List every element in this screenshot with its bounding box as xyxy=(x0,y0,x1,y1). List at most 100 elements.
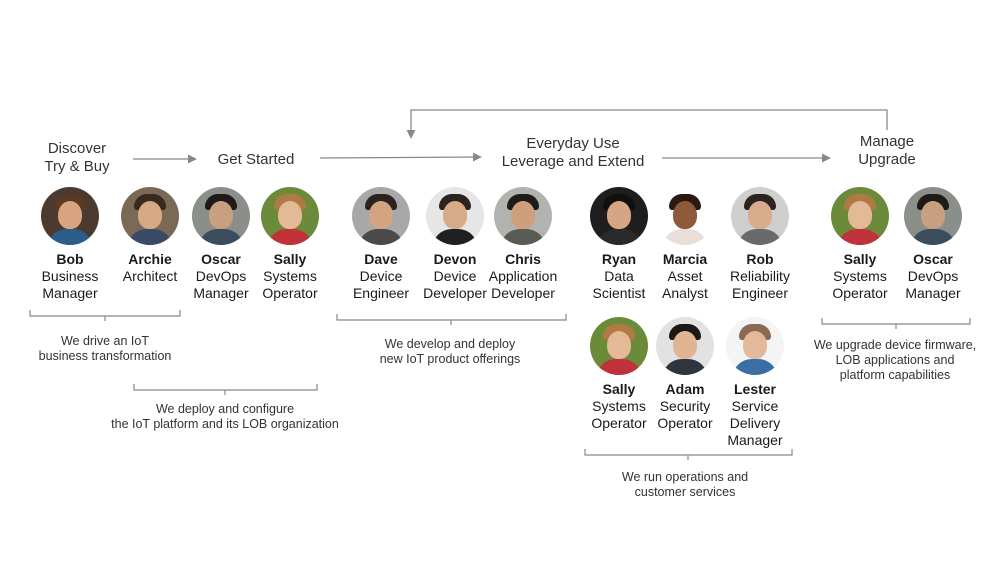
avatar-shirt xyxy=(358,229,404,245)
person-role: Device Engineer xyxy=(352,268,410,301)
avatar xyxy=(590,187,648,245)
person-name: Sally xyxy=(273,251,307,267)
caption-deploy-configure: We deploy and configure the IoT platform… xyxy=(111,402,339,431)
bracket-iot-transform xyxy=(29,310,181,321)
avatar xyxy=(831,187,889,245)
avatar-shirt xyxy=(432,229,478,245)
person-role: Security Operator xyxy=(657,398,713,431)
person-role: Data Scientist xyxy=(592,268,646,301)
stage-discover: Discover Try & Buy xyxy=(44,140,110,175)
bracket-deploy-configure xyxy=(133,384,318,395)
person-name: Dave xyxy=(364,251,398,267)
avatar-shirt xyxy=(662,359,708,375)
person-role: Application Developer xyxy=(488,268,558,301)
person-name: Lester xyxy=(733,381,777,397)
avatar-face xyxy=(607,201,631,229)
avatar-face xyxy=(743,331,767,359)
avatar-shirt xyxy=(267,229,313,245)
stage-get-started: Get Started xyxy=(217,151,295,168)
person-name: Oscar xyxy=(913,251,953,267)
avatar-shirt xyxy=(596,359,642,375)
person-role: Business Manager xyxy=(41,268,99,301)
arrow-manage-loop-back xyxy=(406,109,888,139)
avatar xyxy=(426,187,484,245)
avatar-shirt xyxy=(127,229,173,245)
avatar-face xyxy=(673,201,697,229)
avatar-shirt xyxy=(198,229,244,245)
avatar-face xyxy=(921,201,945,229)
avatar xyxy=(590,317,648,375)
avatar-face xyxy=(278,201,302,229)
person-name: Bob xyxy=(56,251,84,267)
avatar-face xyxy=(369,201,393,229)
avatar xyxy=(731,187,789,245)
avatar xyxy=(261,187,319,245)
avatar-face xyxy=(848,201,872,229)
person-name: Chris xyxy=(505,251,541,267)
avatar-face xyxy=(511,201,535,229)
avatar-face xyxy=(673,331,697,359)
avatar-shirt xyxy=(47,229,93,245)
avatar-face xyxy=(58,201,82,229)
person-role: DevOps Manager xyxy=(905,268,961,301)
avatar xyxy=(726,317,784,375)
bracket-run-operations xyxy=(584,449,793,460)
person-role: Systems Operator xyxy=(262,268,318,301)
bracket-develop-deploy xyxy=(336,314,567,325)
person-name: Ryan xyxy=(601,251,637,267)
person-name: Archie xyxy=(128,251,172,267)
avatar xyxy=(494,187,552,245)
avatar xyxy=(656,317,714,375)
person-role: Systems Operator xyxy=(591,398,647,431)
avatar-shirt xyxy=(662,229,708,245)
avatar-face xyxy=(209,201,233,229)
person-name: Rob xyxy=(746,251,774,267)
person-name: Sally xyxy=(843,251,877,267)
avatar xyxy=(121,187,179,245)
avatar xyxy=(192,187,250,245)
avatar-face xyxy=(607,331,631,359)
person-role: Asset Analyst xyxy=(662,268,708,301)
person-role: Service Delivery Manager xyxy=(727,398,783,448)
avatar-face xyxy=(138,201,162,229)
stage-manage: Manage Upgrade xyxy=(858,133,916,168)
person-role: Architect xyxy=(122,268,178,284)
person-role: Reliability Engineer xyxy=(730,268,790,301)
person-name: Sally xyxy=(602,381,636,397)
person-role: Device Developer xyxy=(423,268,487,301)
avatar xyxy=(904,187,962,245)
avatar-shirt xyxy=(737,229,783,245)
caption-develop-deploy: We develop and deploy new IoT product of… xyxy=(379,337,521,366)
avatar-shirt xyxy=(596,229,642,245)
avatar-shirt xyxy=(500,229,546,245)
avatar xyxy=(656,187,714,245)
person-name: Adam xyxy=(665,381,705,397)
avatar-shirt xyxy=(910,229,956,245)
avatar xyxy=(41,187,99,245)
person-role: Systems Operator xyxy=(832,268,888,301)
person-name: Devon xyxy=(433,251,477,267)
avatar-shirt xyxy=(837,229,883,245)
avatar-face xyxy=(748,201,772,229)
avatar xyxy=(352,187,410,245)
caption-iot-transform: We drive an IoT business transformation xyxy=(38,334,172,363)
avatar-shirt xyxy=(732,359,778,375)
avatar-face xyxy=(443,201,467,229)
caption-run-operations: We run operations and customer services xyxy=(621,470,749,499)
person-role: DevOps Manager xyxy=(193,268,249,301)
